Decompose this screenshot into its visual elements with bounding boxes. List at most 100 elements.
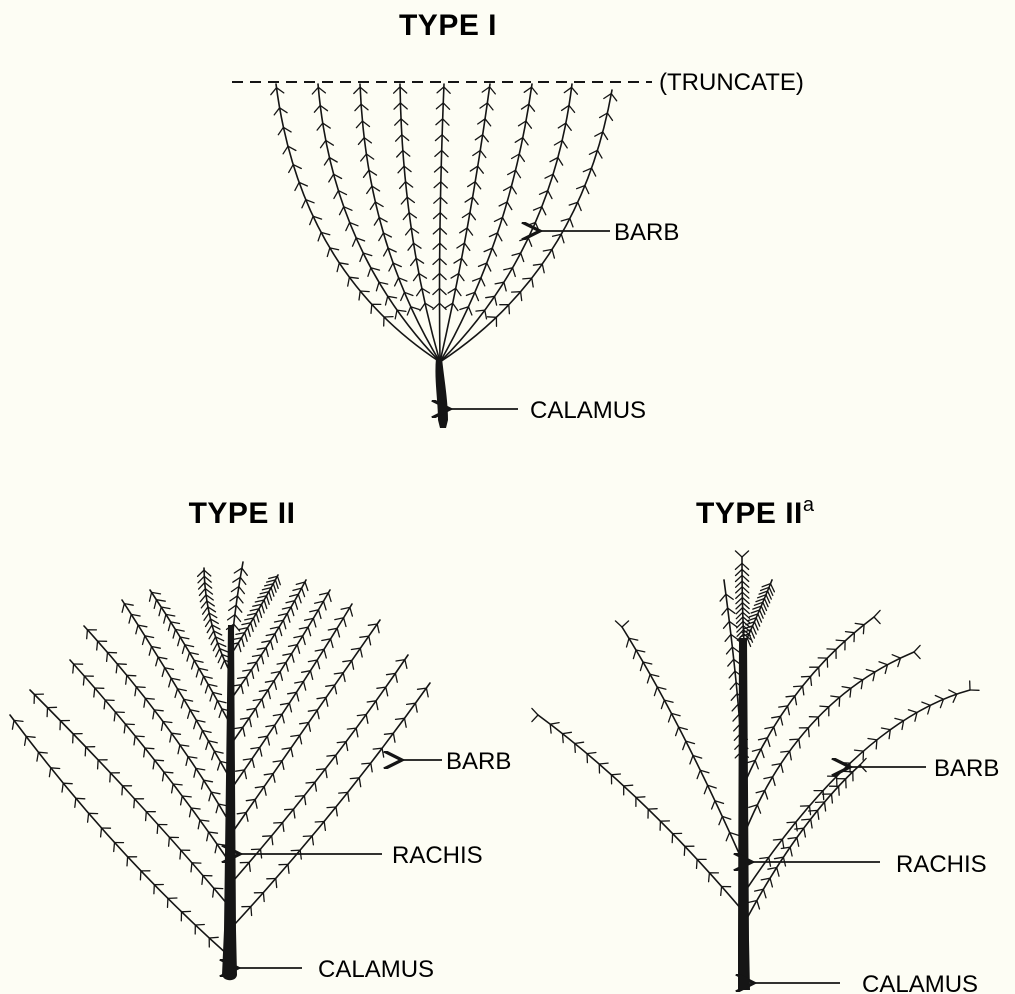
barbule-line [742,581,749,587]
barbule-line [761,606,765,614]
barbule-line [795,828,804,829]
type-2a-barb-label: BARB [934,755,999,782]
barbule-line [636,797,645,798]
barbule-line [336,807,337,816]
barbule-line [274,681,276,690]
type-2-barb-label: BARB [446,748,511,775]
barbule-line [149,647,151,656]
barbule-line [359,291,360,300]
barbule-line [846,632,855,633]
barbule-line [615,621,622,627]
barb-line [204,568,228,668]
barbule-line [248,628,251,637]
barbule-line [114,843,115,852]
barb-line [746,765,860,920]
barbule-line [331,639,333,648]
barbule-line [312,87,318,94]
barbule-line [532,708,538,715]
barbule-line [263,893,264,902]
barbule-line [765,791,768,800]
barbule-line [135,736,144,737]
barbule-line [344,618,346,627]
barbule-line [317,660,319,669]
barbule-line [178,745,180,754]
barbule-line [235,615,241,622]
barbule-line [736,569,743,575]
barbule-line [611,774,620,775]
barbule-line [313,618,316,627]
barbule-line [804,828,806,837]
barbule-line [487,263,491,271]
barbule-line [736,575,743,581]
barbule-line [440,258,447,264]
barbule-line [334,191,339,199]
barbule-line [198,576,204,583]
barbule-line [362,763,371,764]
barbule-line [503,218,508,226]
barbule-line [219,709,222,718]
barb-line [622,627,742,860]
barbule-line [914,645,920,652]
barbule-line [117,664,126,665]
barbule-line [490,87,496,94]
barbule-line [259,609,262,618]
barbule-line [443,119,449,125]
barbule-line [211,637,215,645]
barbule-line [255,799,257,808]
barbule-line [532,87,538,94]
barbule-line [377,624,379,633]
barbule-line [97,641,98,650]
barbule-line [12,720,14,729]
barbule-line [753,626,757,634]
barbule-line [360,291,369,292]
barbule-line [291,748,293,757]
barbule-line [198,820,200,829]
barbule-line [462,258,467,265]
barbule-line [298,594,301,603]
barbule-line [213,643,217,651]
barbule-line [157,825,158,834]
barbule-line [116,664,117,673]
barbule-line [238,643,240,652]
barbule-line [389,263,393,271]
barbule-line [433,258,440,264]
barbule-line [761,749,764,758]
barbule-line [811,676,812,685]
barbule-line [839,786,840,795]
barbule-line [622,621,629,627]
type-1-truncate-label: (TRUNCATE) [659,69,804,96]
barbule-line [168,622,170,631]
barbule-line [252,759,254,768]
barbule-line [361,154,367,161]
barbule-line [725,634,731,641]
barbule-line [400,182,406,189]
barbule-line [440,228,447,234]
type-2a-title-superscript: a [803,494,815,516]
barbule-line [98,760,99,769]
barbule-line [575,742,584,743]
barb-line [746,652,914,830]
barbule-line [271,588,274,597]
barbule-line [206,619,211,627]
barbule-line [485,119,491,126]
barbule-line [480,150,486,157]
barbule-line [209,937,218,938]
barbule-line [218,761,221,770]
barbule-line [245,770,247,779]
barbule-line [215,844,217,853]
barbule-line [319,610,322,619]
barbule-line [647,674,650,683]
barbule-line [469,307,472,315]
barbule-line [122,786,123,795]
barbule-line [144,698,145,707]
barbule-line [240,577,246,584]
barbule-line [876,740,877,749]
barbule-line [742,563,749,569]
barbule-line [532,715,538,722]
barbule-line [832,794,833,803]
barbule-line [370,202,375,210]
barbule-line [755,760,758,768]
barbule-line [756,618,760,626]
barbule-line [304,681,306,690]
barbule-line [282,761,284,770]
